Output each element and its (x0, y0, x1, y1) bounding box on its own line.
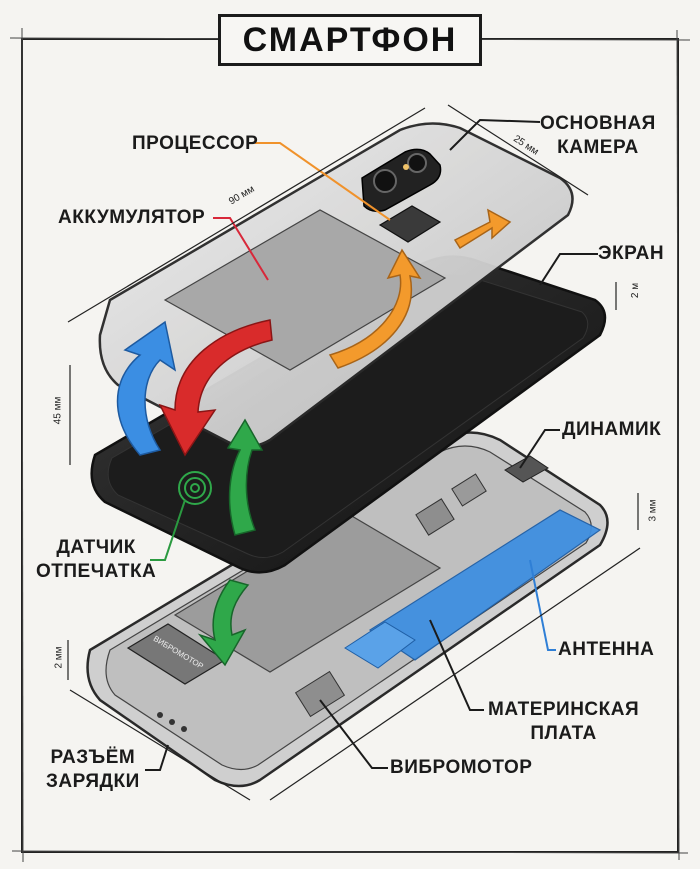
label-processor: ПРОЦЕССОР (132, 133, 259, 154)
label-fingerprint-line-2: ОТПЕЧАТКА (36, 561, 157, 582)
dimension-screen-gap: 2 м (630, 282, 642, 299)
frame-sketch-line (11, 850, 689, 854)
label-speaker: ДИНАМИК (562, 419, 662, 440)
dimension-height: 45 мм (52, 396, 64, 425)
label-main-camera-line-1: ОСНОВНАЯ (540, 113, 656, 134)
leader-processor (255, 142, 391, 221)
label-antenna: АНТЕННА (558, 639, 655, 660)
dimension-lines (67, 104, 641, 801)
label-main-camera: ОСНОВНАЯ КАМЕРА (540, 112, 656, 160)
label-charging-port: РАЗЪЁМ ЗАРЯДКИ (46, 746, 140, 794)
label-main-camera-line-2: КАМЕРА (557, 137, 639, 158)
label-motherboard: МАТЕРИНСКАЯ ПЛАТА (488, 698, 639, 746)
leader-screen (539, 253, 598, 286)
page-title: СМАРТФОН (242, 20, 458, 59)
label-fingerprint-line-1: ДАТЧИК (56, 537, 136, 558)
assembly-arrows (116, 208, 512, 667)
leader-antenna (529, 559, 556, 651)
frame-sketch-line (676, 29, 680, 861)
dimension-bottom-gap: 3 мм (647, 499, 659, 522)
label-vibromotor: ВИБРОМОТОР (390, 757, 533, 778)
label-charging-port-line-2: ЗАРЯДКИ (46, 771, 140, 792)
label-screen: ЭКРАН (598, 243, 665, 264)
leader-main-camera (449, 118, 541, 151)
label-motherboard-line-1: МАТЕРИНСКАЯ (488, 699, 640, 720)
leader-charging-port (145, 744, 169, 771)
frame-sketch-line (21, 27, 24, 863)
label-battery: АККУМУЛЯТОР (58, 207, 206, 228)
leader-vibromotor (319, 699, 388, 769)
leader-lines (145, 118, 598, 771)
label-fingerprint: ДАТЧИК ОТПЕЧАТКА (36, 536, 156, 584)
leader-fingerprint (150, 499, 186, 561)
leader-speaker (519, 429, 560, 469)
leader-motherboard (429, 619, 484, 711)
leader-battery (213, 217, 269, 281)
title-box: СМАРТФОН (218, 14, 482, 66)
dimension-left-gap: 2 мм (53, 646, 65, 669)
label-charging-port-line-1: РАЗЪЁМ (50, 747, 136, 768)
label-motherboard-line-2: ПЛАТА (530, 723, 597, 744)
